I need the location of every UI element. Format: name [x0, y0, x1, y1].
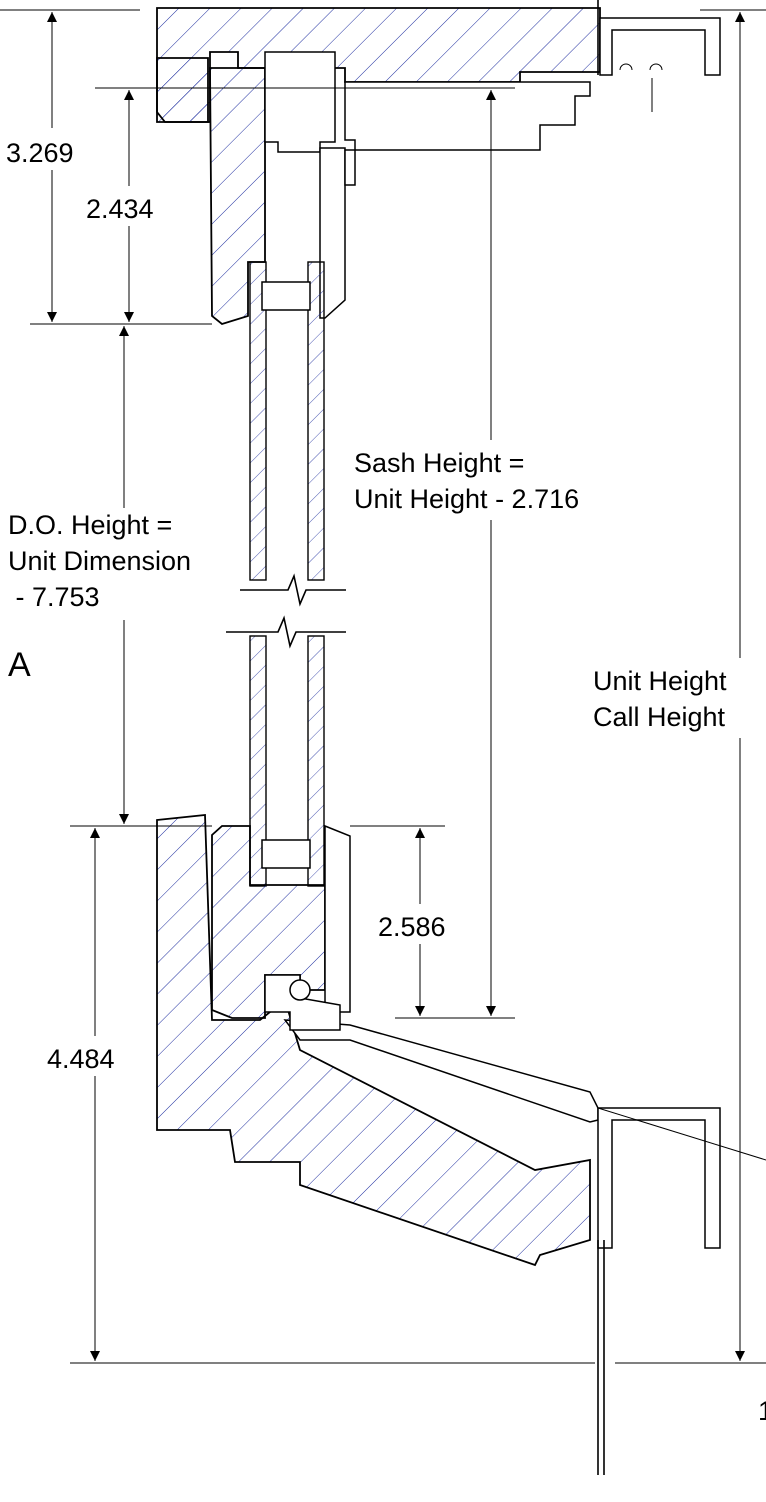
sill-weatherseal: [289, 979, 311, 1001]
head-assembly: [156, 0, 721, 326]
label-bg-3269: [4, 128, 128, 170]
head-jamb-liner: [264, 51, 336, 153]
label-2586: 2.586: [378, 912, 446, 942]
edge-mark: 1: [758, 1396, 766, 1426]
sash-bottom-clad: [324, 824, 351, 1013]
label-sash-height-1: Sash Height =: [354, 448, 524, 478]
label-bg-2434: [82, 186, 178, 226]
glass-assembly: [226, 261, 346, 887]
section-label: A: [8, 646, 31, 684]
head-cladding: [599, 17, 721, 76]
break-line-lower: [226, 615, 346, 649]
head-track-channel: [344, 81, 591, 151]
label-bg-do: [6, 508, 240, 620]
label-do-height-3: - 7.753: [8, 582, 100, 612]
spacer-top: [261, 281, 311, 311]
head-flange: [344, 149, 356, 186]
label-2434: 2.434: [86, 194, 154, 224]
label-bg-4484: [44, 1036, 140, 1076]
label-bg-2586: [375, 904, 465, 944]
spacer-bottom: [261, 839, 311, 869]
sill-wood: [156, 814, 591, 1267]
sill-nosing: [597, 1107, 721, 1249]
glass-pane-outer-upper: [307, 261, 325, 581]
label-do-height-1: D.O. Height =: [8, 510, 172, 540]
head-clip-left: [619, 63, 663, 71]
sill-assembly: [156, 814, 766, 1475]
glass-pane-inner-upper: [249, 261, 267, 581]
label-unit-height-2: Call Height: [593, 702, 726, 732]
label-3269: 3.269: [6, 138, 74, 168]
label-sash-height-2: Unit Height - 2.716: [354, 484, 579, 514]
head-trim-wood: [156, 57, 209, 123]
break-line-upper: [226, 573, 346, 607]
label-do-height-2: Unit Dimension: [8, 546, 191, 576]
dimension-labels: 3.269 2.434 Sash Height = Unit Height - …: [4, 128, 766, 1426]
label-4484: 4.484: [47, 1044, 115, 1074]
label-bg-unit: [588, 658, 764, 738]
label-bg-sash: [350, 440, 640, 520]
label-unit-height-1: Unit Height: [593, 666, 727, 696]
